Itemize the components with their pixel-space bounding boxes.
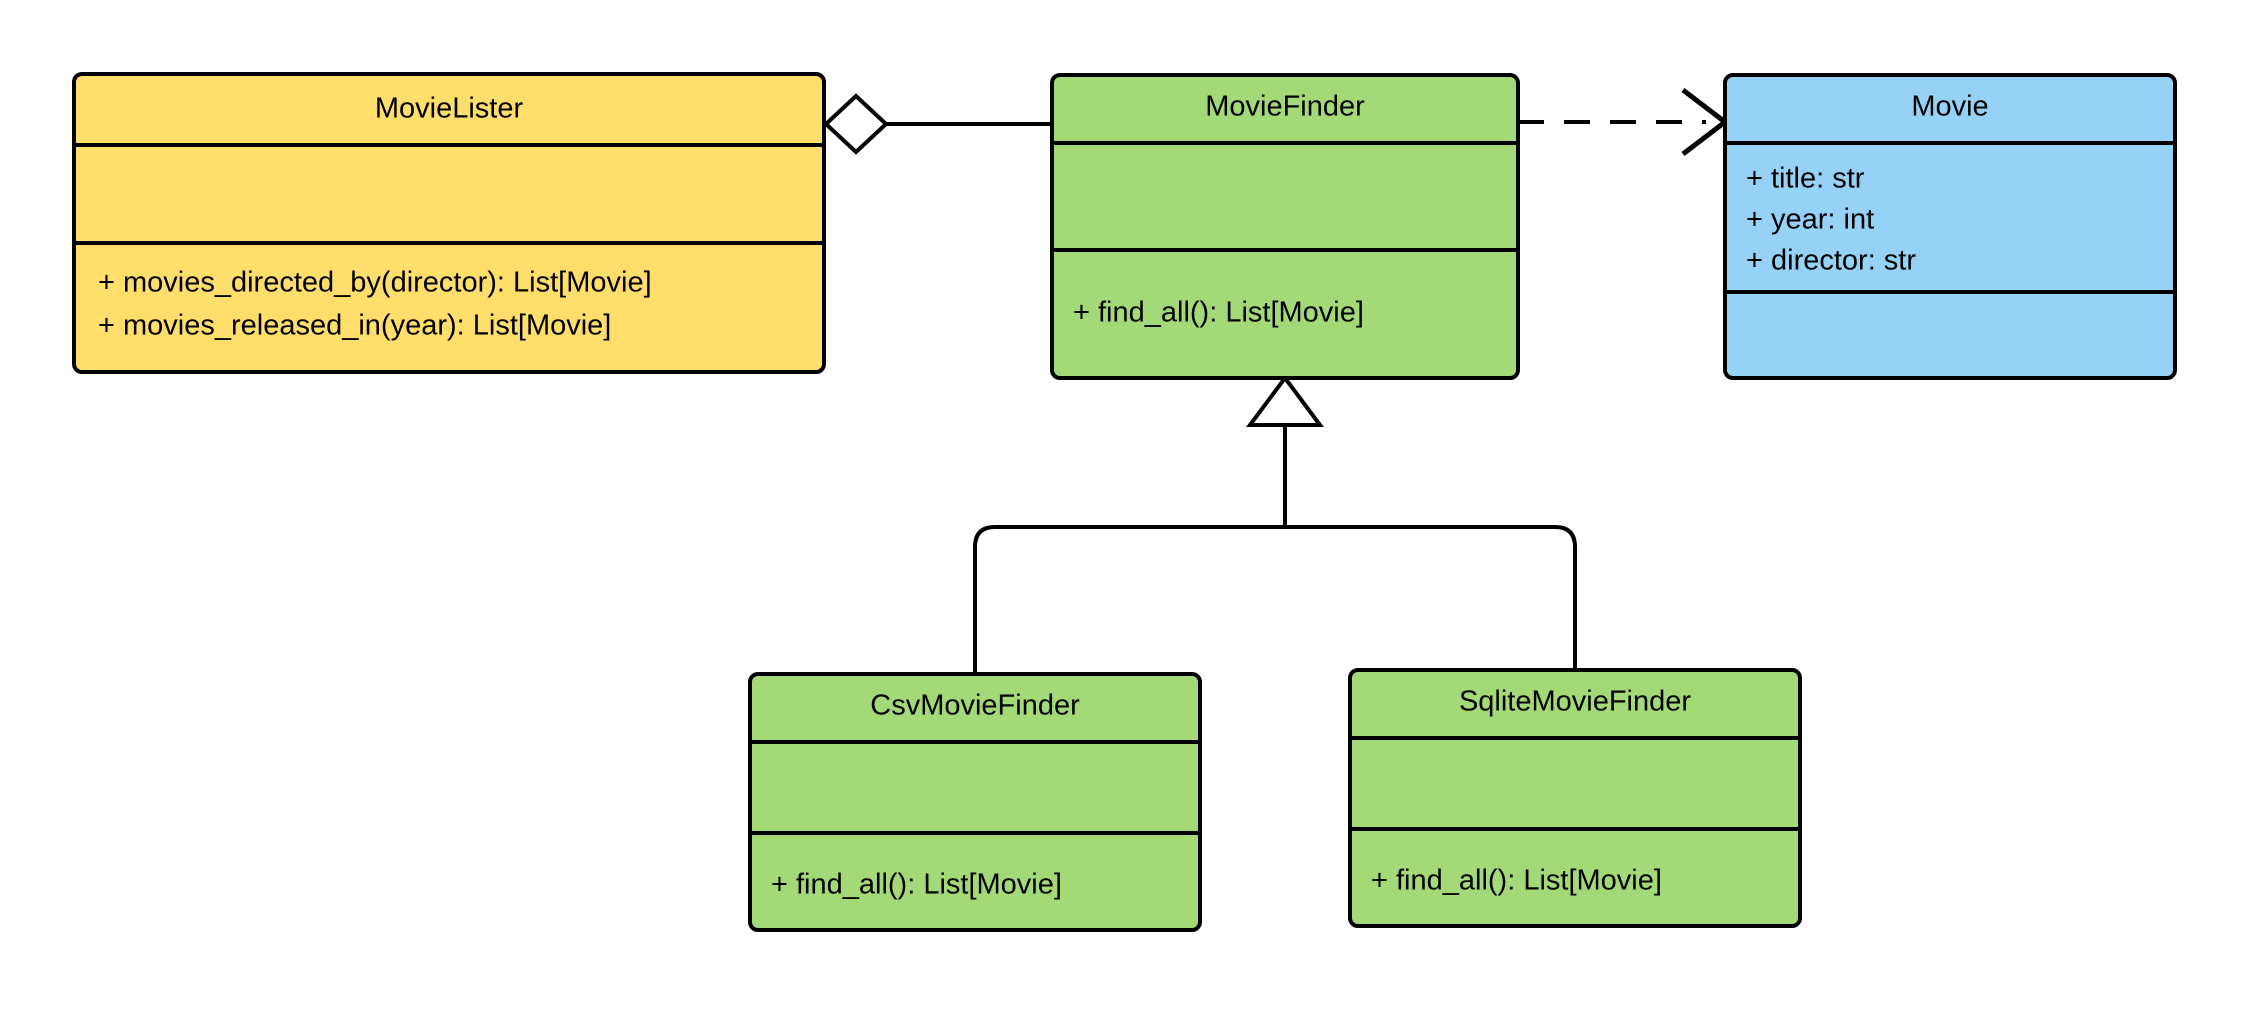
class-box-movie[interactable]: Movie + title: str + year: int + directo… bbox=[1723, 73, 2177, 380]
movie-finder-title: MovieFinder bbox=[1205, 91, 1365, 123]
generalization-branch-sqlite bbox=[1285, 525, 1577, 674]
csv-movie-finder-method-0: + find_all(): List[Movie] bbox=[771, 869, 1062, 901]
class-box-csv-movie-finder[interactable]: CsvMovieFinder + find_all(): List[Movie] bbox=[748, 672, 1202, 932]
edge-aggregation-lister-finder bbox=[823, 93, 1052, 155]
movie-attribute-2: + director: str bbox=[1746, 245, 1916, 277]
hollow-diamond-icon bbox=[823, 93, 889, 155]
movie-lister-frame bbox=[72, 72, 826, 374]
sqlite-movie-finder-frame bbox=[1348, 668, 1802, 928]
movie-attribute-1: + year: int bbox=[1746, 204, 1874, 236]
csv-movie-finder-frame bbox=[748, 672, 1202, 932]
movie-lister-title: MovieLister bbox=[375, 93, 524, 125]
edge-generalization-tree bbox=[973, 374, 1577, 674]
sqlite-movie-finder-title: SqliteMovieFinder bbox=[1459, 686, 1691, 718]
movie-lister-method-1: + movies_released_in(year): List[Movie] bbox=[98, 310, 611, 342]
movie-attribute-0: + title: str bbox=[1746, 163, 1865, 195]
class-box-sqlite-movie-finder[interactable]: SqliteMovieFinder + find_all(): List[Mov… bbox=[1348, 668, 1802, 928]
sqlite-movie-finder-method-0: + find_all(): List[Movie] bbox=[1371, 865, 1662, 897]
movie-finder-frame bbox=[1050, 73, 1520, 380]
generalization-branch-csv bbox=[973, 525, 1285, 674]
movie-finder-method-0: + find_all(): List[Movie] bbox=[1073, 297, 1364, 329]
movie-lister-method-0: + movies_directed_by(director): List[Mov… bbox=[98, 267, 652, 299]
hollow-triangle-icon bbox=[1246, 374, 1324, 427]
movie-frame bbox=[1723, 73, 2177, 380]
csv-movie-finder-title: CsvMovieFinder bbox=[870, 690, 1080, 722]
class-box-movie-finder[interactable]: MovieFinder + find_all(): List[Movie] bbox=[1050, 73, 1520, 380]
edge-dependency-finder-movie bbox=[1518, 88, 1730, 156]
class-box-movie-lister[interactable]: MovieLister + movies_directed_by(directo… bbox=[72, 72, 826, 374]
movie-title: Movie bbox=[1911, 91, 1988, 123]
